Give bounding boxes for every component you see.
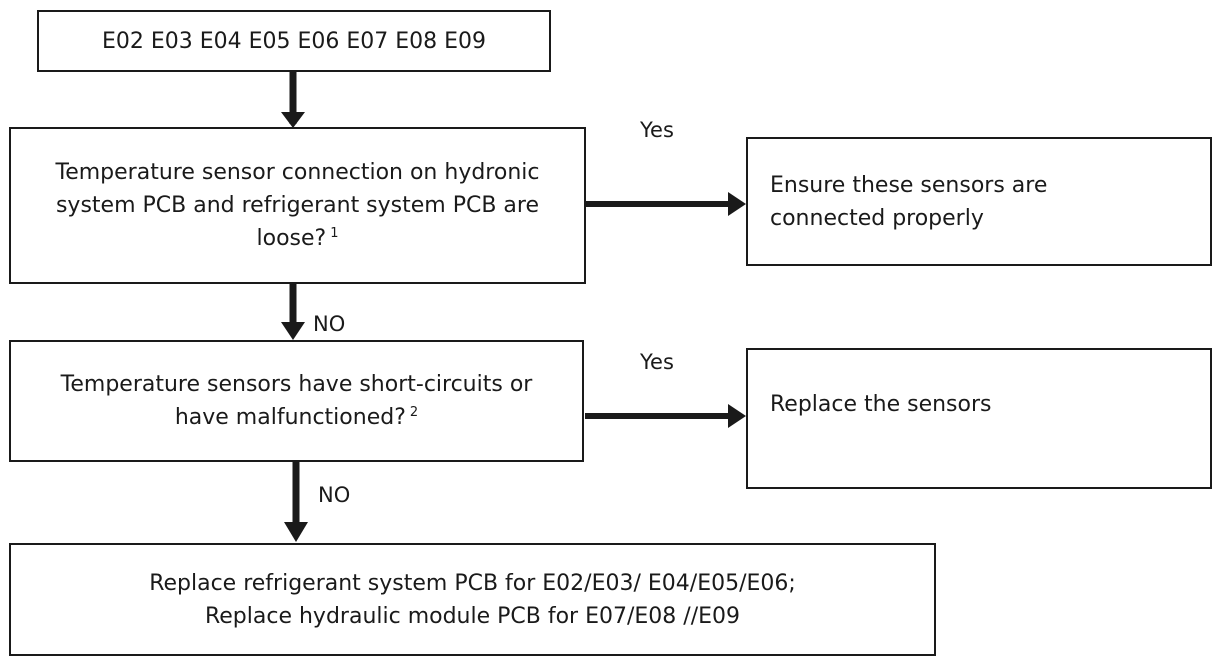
action-connect-sensors-line2: connected properly bbox=[770, 205, 984, 231]
label-no-connection: NO bbox=[313, 312, 346, 336]
decision-sensors-malfunction: Temperature sensors have short-circuits … bbox=[9, 340, 584, 462]
decision-connection-loose: Temperature sensor connection on hydroni… bbox=[9, 127, 586, 284]
label-yes-sensors: Yes bbox=[640, 350, 674, 374]
action-connect-sensors: Ensure these sensors are connected prope… bbox=[746, 137, 1212, 266]
action-replace-pcb-line2: Replace hydraulic module PCB for E07/E08… bbox=[204, 603, 741, 629]
label-no-sensors: NO bbox=[318, 483, 351, 507]
decision-connection-loose-text: Temperature sensor connection on hydroni… bbox=[55, 160, 540, 251]
action-replace-pcb-line1: Replace refrigerant system PCB for E02/E… bbox=[149, 570, 796, 596]
label-yes-connection: Yes bbox=[640, 118, 674, 142]
action-connect-sensors-line1: Ensure these sensors are bbox=[770, 172, 1048, 198]
decision-sensors-malfunction-text: Temperature sensors have short-circuits … bbox=[60, 372, 533, 430]
action-replace-pcb: Replace refrigerant system PCB for E02/E… bbox=[9, 543, 936, 656]
footnote-1: 1 bbox=[330, 225, 339, 241]
action-replace-sensors: Replace the sensors bbox=[746, 348, 1212, 489]
start-node: E02 E03 E04 E05 E06 E07 E08 E09 bbox=[37, 10, 551, 72]
start-node-text: E02 E03 E04 E05 E06 E07 E08 E09 bbox=[101, 28, 487, 54]
footnote-2: 2 bbox=[409, 404, 419, 420]
action-replace-sensors-text: Replace the sensors bbox=[770, 392, 992, 417]
